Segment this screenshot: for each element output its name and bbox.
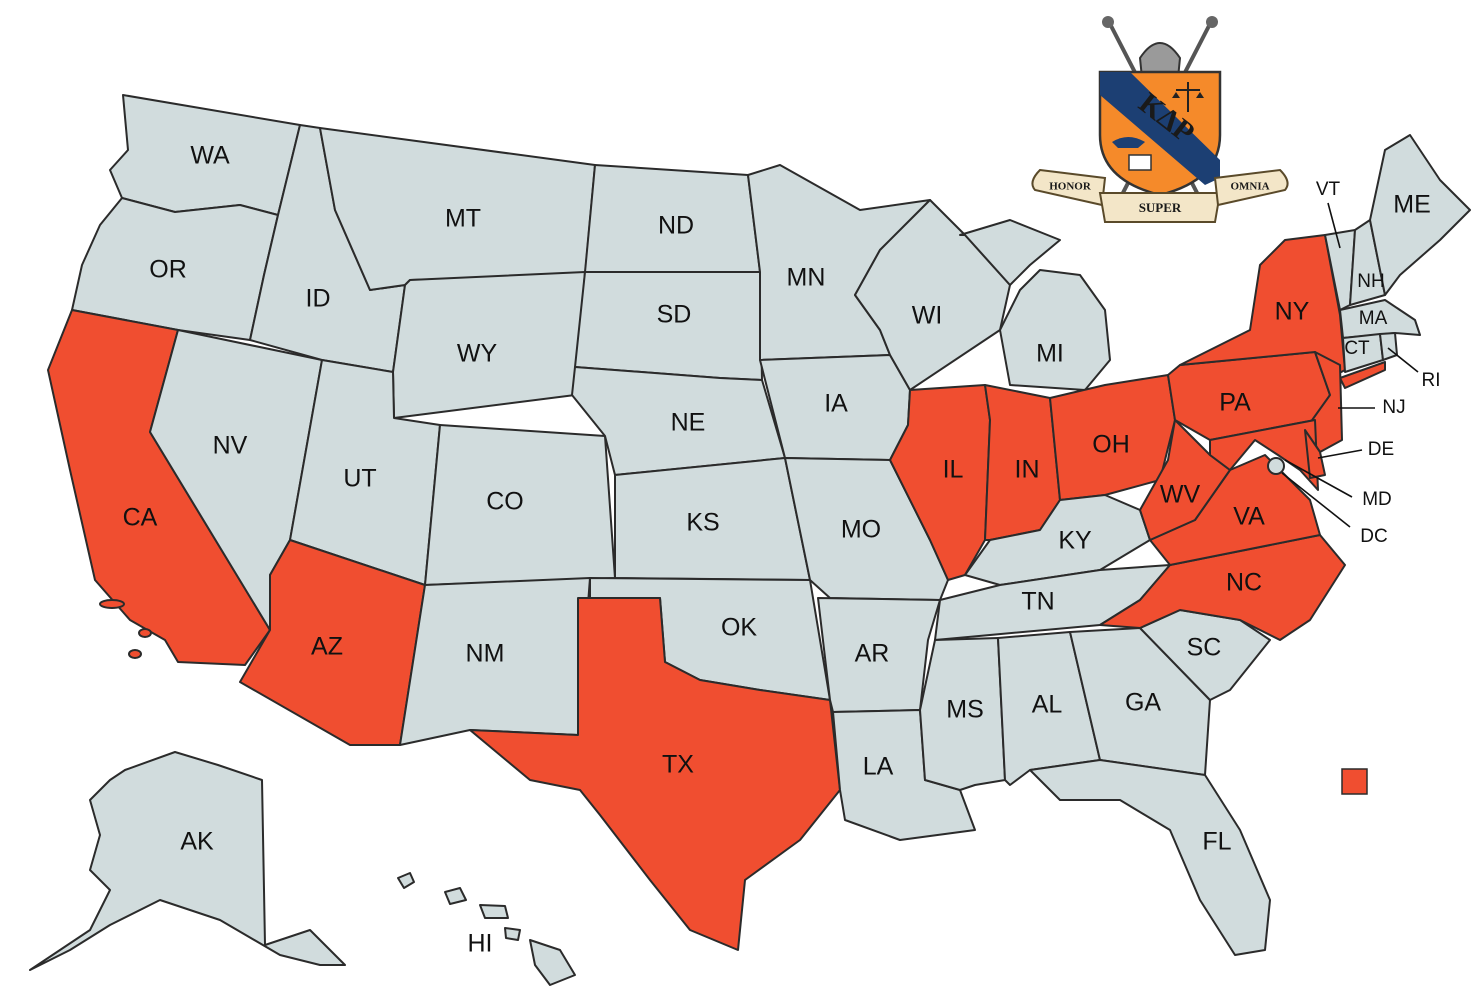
label-al: AL	[1032, 691, 1063, 719]
state-hi-5[interactable]	[529, 939, 576, 986]
state-mi-up[interactable]	[959, 219, 1061, 286]
label-ar: AR	[855, 640, 890, 668]
state-labels: WA OR CA NV ID MT WY UT AZ CO NM ND SD N…	[123, 142, 1441, 958]
state-hi-2[interactable]	[444, 887, 467, 905]
label-fl: FL	[1202, 828, 1231, 856]
crest-banner-left	[1031, 168, 1107, 207]
label-nc: NC	[1226, 569, 1262, 597]
label-md: MD	[1362, 489, 1392, 510]
state-hi-4[interactable]	[504, 927, 521, 941]
state-ca-island-3	[128, 649, 142, 659]
label-oh: OH	[1092, 431, 1130, 459]
state-nc[interactable]	[1099, 534, 1346, 641]
state-ny-li[interactable]	[1339, 361, 1386, 389]
label-tn: TN	[1021, 588, 1054, 616]
state-ak[interactable]	[29, 751, 346, 971]
label-nh: NH	[1357, 271, 1384, 292]
crest-band	[1100, 72, 1220, 185]
crest-lamp-icon	[1112, 137, 1145, 148]
label-ny: NY	[1275, 298, 1310, 326]
crest-banner-center	[1098, 192, 1222, 223]
state-md[interactable]	[1209, 419, 1319, 491]
label-tx: TX	[662, 751, 694, 779]
state-hi-1[interactable]	[397, 872, 415, 889]
label-nj: NJ	[1382, 397, 1405, 418]
label-ne: NE	[671, 409, 706, 437]
label-wa: WA	[190, 142, 230, 170]
label-la: LA	[863, 753, 894, 781]
label-me: ME	[1393, 191, 1431, 219]
label-nd: ND	[658, 212, 694, 240]
label-sc: SC	[1187, 634, 1222, 662]
state-me[interactable]	[1369, 134, 1471, 296]
crest-motto-left: HONOR	[1049, 181, 1092, 193]
label-wy: WY	[457, 340, 498, 368]
leader-lines	[1281, 202, 1419, 528]
state-ri[interactable]	[1379, 332, 1398, 361]
label-id: ID	[306, 285, 331, 313]
label-ut: UT	[343, 465, 376, 493]
state-ca-island-2	[138, 628, 152, 638]
state-de[interactable]	[1304, 429, 1326, 479]
label-ak: AK	[180, 828, 214, 856]
crest-motto-right: OMNIA	[1230, 181, 1269, 193]
crest-mace-right	[1206, 16, 1218, 28]
label-il: IL	[943, 456, 964, 484]
label-vt: VT	[1316, 179, 1341, 200]
crest-scales-icon	[1172, 82, 1204, 112]
label-de: DE	[1368, 439, 1394, 460]
label-in: IN	[1015, 456, 1040, 484]
label-mo: MO	[841, 516, 881, 544]
label-ma: MA	[1359, 308, 1388, 329]
label-mi: MI	[1036, 340, 1064, 368]
label-hi: HI	[468, 930, 493, 958]
label-ms: MS	[946, 696, 984, 724]
crest-banner-right	[1213, 168, 1289, 207]
crest-motto-center: SUPER	[1139, 200, 1182, 215]
state-wi[interactable]	[854, 199, 1011, 391]
label-ri: RI	[1422, 370, 1441, 391]
label-va: VA	[1233, 503, 1265, 531]
label-nm: NM	[466, 640, 505, 668]
state-tx[interactable]	[469, 597, 841, 951]
label-ks: KS	[686, 509, 719, 537]
label-wi: WI	[912, 302, 943, 330]
label-ok: OK	[721, 614, 757, 642]
label-co: CO	[486, 488, 524, 516]
label-ca: CA	[123, 504, 158, 532]
label-or: OR	[149, 256, 187, 284]
fraternity-crest: ΚΔΡ HONOR SUPER OMNIA	[1031, 16, 1289, 223]
label-az: AZ	[311, 633, 343, 661]
legend-highlight-swatch	[1341, 768, 1368, 795]
label-wv: WV	[1160, 481, 1201, 509]
label-mt: MT	[445, 205, 481, 233]
crest-book-icon	[1128, 154, 1152, 171]
label-mn: MN	[787, 264, 826, 292]
label-nv: NV	[213, 432, 248, 460]
label-ga: GA	[1125, 689, 1161, 717]
label-sd: SD	[657, 301, 692, 329]
label-dc: DC	[1360, 526, 1387, 547]
state-hi-3[interactable]	[479, 904, 509, 919]
state-mi[interactable]	[999, 269, 1111, 391]
state-ca-island-1	[99, 599, 125, 609]
state-fl[interactable]	[1029, 759, 1271, 956]
label-ct: CT	[1344, 338, 1370, 359]
crest-mace-left	[1102, 16, 1114, 28]
label-ia: IA	[824, 390, 848, 418]
label-pa: PA	[1219, 389, 1251, 417]
dc-marker[interactable]	[1267, 457, 1285, 475]
label-ky: KY	[1058, 527, 1092, 555]
